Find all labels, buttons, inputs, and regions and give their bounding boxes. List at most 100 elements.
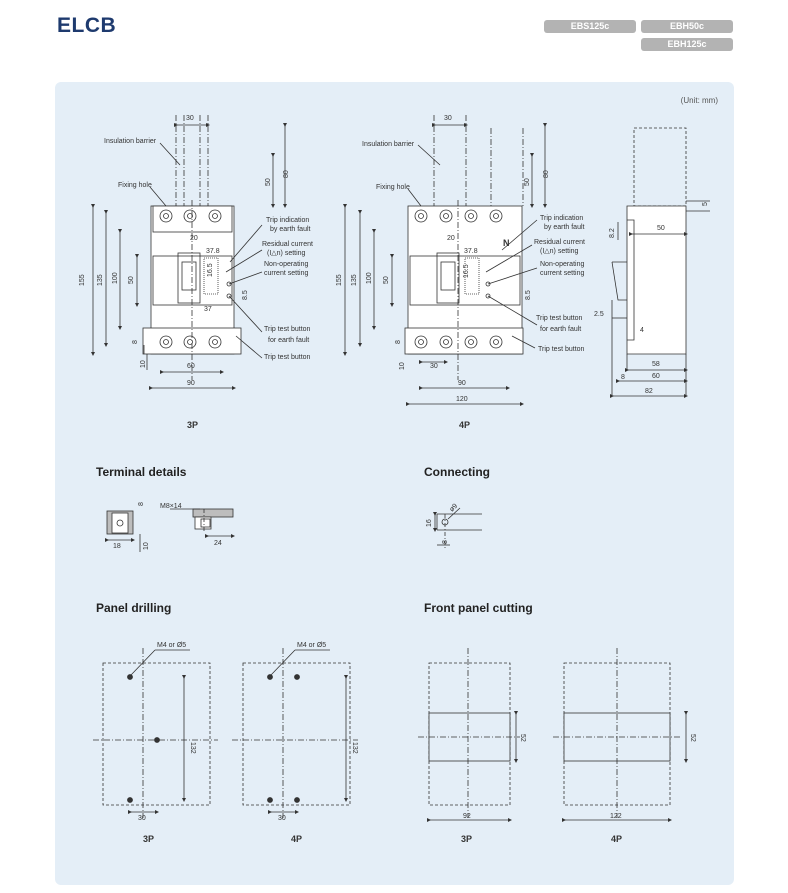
dim-30b-4p: 30 bbox=[430, 363, 438, 370]
dim-132-drilling-4p: 132 bbox=[351, 742, 358, 754]
dim-90-3p: 90 bbox=[187, 380, 195, 387]
labels-cutting-4p: 52 122 bbox=[610, 734, 696, 820]
unit-note: (Unit: mm) bbox=[680, 96, 718, 105]
terminal-screws-bottom-4p bbox=[414, 335, 503, 349]
dim-120-4p: 120 bbox=[456, 396, 468, 403]
dim-8-2-side: 8.2 bbox=[609, 228, 616, 238]
labels-panel-drilling-4p: M4 or Ø5 132 30 bbox=[278, 642, 358, 822]
label-non-operating-1-4p: Non-operating bbox=[540, 261, 584, 268]
dim-60-side: 60 bbox=[652, 373, 660, 380]
dim-37-8-3p: 37.8 bbox=[206, 248, 220, 255]
dim-30-drilling-3p: 30 bbox=[138, 815, 146, 822]
dim-8-5-4p: 8.5 bbox=[525, 290, 532, 300]
dim-4-side: 4 bbox=[640, 327, 644, 334]
terminal-screws-top-4p bbox=[414, 209, 503, 223]
labels-3p: Insulation barrier Fixing hole Trip indi… bbox=[79, 115, 313, 387]
dim-100-4p: 100 bbox=[366, 272, 373, 284]
dim-30-4p: 30 bbox=[444, 115, 452, 122]
caption-front-4p: 4P bbox=[459, 420, 471, 430]
labels-cutting-3p: 52 92 bbox=[463, 734, 526, 820]
labels-4p: Insulation barrier Fixing hole Trip indi… bbox=[336, 115, 585, 403]
dim-100-3p: 100 bbox=[112, 272, 119, 284]
dim-24-terminal: 24 bbox=[214, 540, 222, 547]
label-residual-current-2-4p: (I△n) setting bbox=[540, 248, 579, 255]
terminal-screws-top-3p bbox=[159, 209, 222, 223]
dim-58-side: 58 bbox=[652, 361, 660, 368]
label-insulation-barrier-4p: Insulation barrier bbox=[362, 141, 415, 148]
dim-8-terminal: 8 bbox=[138, 502, 145, 506]
dim-92-cutting: 92 bbox=[463, 813, 471, 820]
label-residual-current-2-3p: (I△n) setting bbox=[267, 250, 306, 257]
dim-52-cutting-3p: 52 bbox=[519, 734, 526, 742]
panel-drilling-4p bbox=[232, 648, 358, 818]
labels-panel-drilling-3p: M4 or Ø5 132 30 bbox=[138, 642, 196, 822]
label-non-operating-2-4p: current setting bbox=[540, 270, 584, 277]
dim-8-5-3p: 8.5 bbox=[242, 290, 249, 300]
label-fixing-hole-4p: Fixing hole bbox=[376, 184, 410, 191]
label-non-operating-2-3p: current setting bbox=[264, 270, 308, 277]
dim-37-8-4p: 37.8 bbox=[464, 248, 478, 255]
model-badge-ebs125c: EBS125c bbox=[544, 20, 636, 33]
label-trip-indication-1-3p: Trip indication bbox=[266, 217, 309, 224]
dim-90-4p: 90 bbox=[458, 380, 466, 387]
dim-8-3p: 8 bbox=[132, 340, 139, 344]
page-title: ELCB bbox=[57, 14, 117, 37]
label-trip-test-1-4p: Trip test button bbox=[536, 315, 583, 322]
dim-8-side: 8 bbox=[621, 374, 625, 381]
dim-10-3p: 10 bbox=[140, 360, 147, 368]
caption-cutting-4p: 4P bbox=[611, 834, 623, 844]
dim-18-terminal: 18 bbox=[113, 543, 121, 550]
caption-cutting-3p: 3P bbox=[461, 834, 473, 844]
dim-50-4p: 50 bbox=[524, 178, 531, 186]
section-title-connecting: Connecting bbox=[424, 465, 490, 479]
dim-8-4p: 8 bbox=[395, 340, 402, 344]
dim-10-4p: 10 bbox=[399, 362, 406, 370]
label-non-operating-1-3p: Non-operating bbox=[264, 261, 308, 268]
dim-16-5-4p: 16.5 bbox=[463, 264, 470, 278]
label-hole-4p: M4 or Ø5 bbox=[297, 642, 326, 649]
dim-20-4p: 20 bbox=[447, 235, 455, 242]
label-trip-test-button-3p: Trip test button bbox=[264, 354, 311, 361]
side-view bbox=[610, 127, 710, 398]
section-title-terminal-details: Terminal details bbox=[96, 465, 187, 479]
dim-60-3p: 60 bbox=[187, 363, 195, 370]
label-trip-test-button-4p: Trip test button bbox=[538, 346, 585, 353]
dim-37-3p: 37 bbox=[204, 306, 212, 313]
labels-side: 5 8.2 50 2.5 4 58 8 60 82 bbox=[594, 202, 709, 395]
dim-132-drilling-3p: 132 bbox=[189, 742, 196, 754]
dim-5-side: 5 bbox=[702, 202, 709, 206]
dim-52-cutting-4p: 52 bbox=[689, 734, 696, 742]
front-view-3p bbox=[91, 115, 287, 390]
dim-2-5-side: 2.5 bbox=[594, 311, 604, 318]
label-trip-indication-1-4p: Trip indication bbox=[540, 215, 583, 222]
label-hole-3p: M4 or Ø5 bbox=[157, 642, 186, 649]
caption-drilling-3p: 3P bbox=[143, 834, 155, 844]
terminal-details-drawing bbox=[105, 508, 235, 552]
dim-50-side: 50 bbox=[657, 225, 665, 232]
dim-80-3p: 80 bbox=[283, 170, 290, 178]
dim-20-3p: 20 bbox=[190, 235, 198, 242]
dim-155-4p: 155 bbox=[336, 274, 343, 286]
label-trip-indication-2-4p: by earth fault bbox=[544, 224, 585, 231]
label-residual-current-1-3p: Residual current bbox=[262, 241, 313, 248]
dim-135-3p: 135 bbox=[97, 274, 104, 286]
labels-connecting: 16 ø9 8 bbox=[426, 503, 459, 544]
model-badge-ebh125c: EBH125c bbox=[641, 38, 733, 51]
dim-8-connecting: 8 bbox=[442, 540, 449, 544]
front-view-4p bbox=[343, 115, 547, 406]
dim-82-side: 82 bbox=[645, 388, 653, 395]
dim-30-drilling-4p: 30 bbox=[278, 815, 286, 822]
labels-terminal-details: 8 18 10 M8×14 24 bbox=[113, 502, 222, 550]
label-trip-test-2-4p: for earth fault bbox=[540, 326, 581, 333]
model-badge-ebh50c: EBH50c bbox=[641, 20, 733, 33]
dim-50-3p: 50 bbox=[265, 178, 272, 186]
dim-phi9-connecting: ø9 bbox=[448, 503, 459, 514]
dim-122-cutting: 122 bbox=[610, 813, 622, 820]
caption-front-3p: 3P bbox=[187, 420, 199, 430]
terminal-screws-bottom-3p bbox=[159, 335, 222, 349]
front-panel-cutting-3p bbox=[418, 648, 520, 822]
front-panel-cutting-4p bbox=[553, 648, 688, 822]
dim-16-connecting: 16 bbox=[426, 519, 433, 527]
dim-50b-4p: 50 bbox=[383, 276, 390, 284]
